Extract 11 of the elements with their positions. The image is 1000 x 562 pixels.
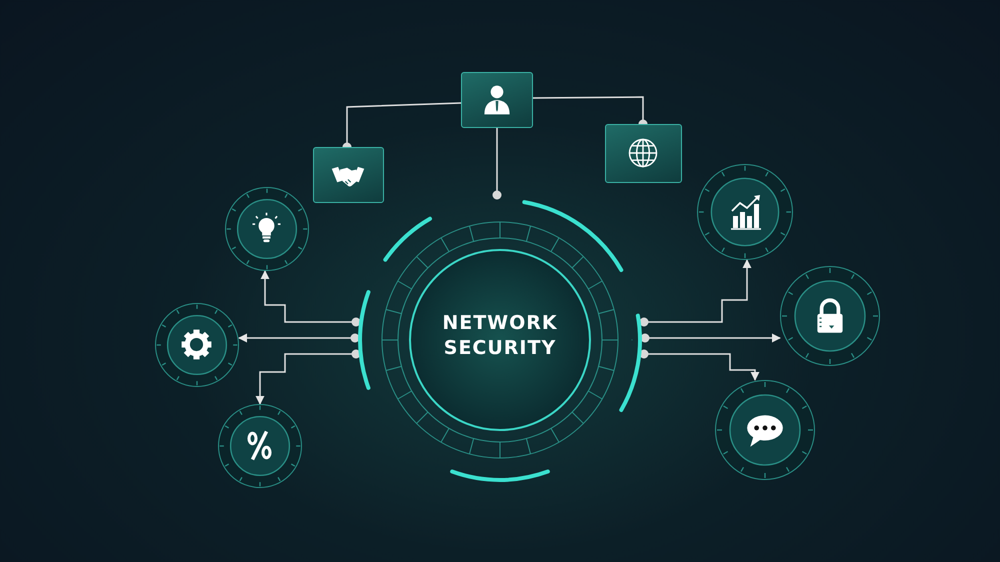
icon-card xyxy=(313,147,384,203)
hub-title: NETWORK SECURITY xyxy=(441,311,559,361)
icon-card xyxy=(461,72,533,128)
arrow xyxy=(256,350,360,405)
arrow xyxy=(260,270,360,326)
arrow xyxy=(640,259,752,326)
arrow xyxy=(238,334,360,342)
connector-line xyxy=(492,128,502,200)
arrow xyxy=(640,334,781,342)
icon-card xyxy=(605,124,682,183)
arrow xyxy=(640,350,760,381)
